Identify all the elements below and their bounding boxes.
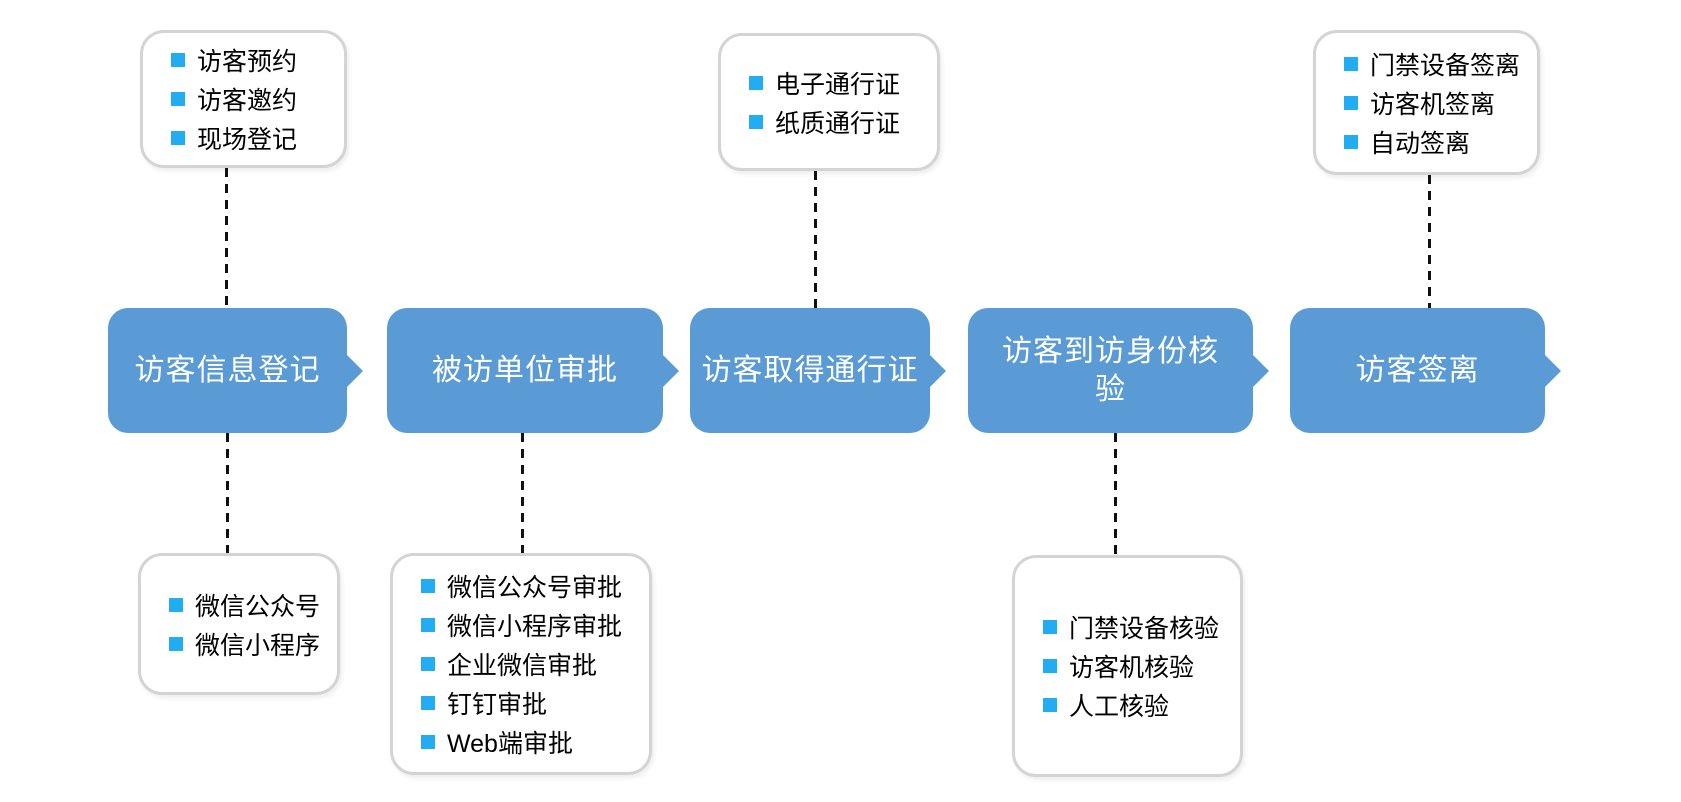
list-item-label: 钉钉审批: [447, 691, 548, 719]
step-visitor-signout: 访客签离: [1290, 308, 1561, 433]
bullet-square-icon: [421, 657, 435, 671]
bullet-square-icon: [421, 579, 435, 593]
list-item-label: 电子通行证: [775, 70, 901, 99]
list-item-label: 访客邀约: [197, 87, 298, 115]
list-item: 访客机签离: [1344, 83, 1537, 122]
step-label: 访客到访身份核验: [1002, 335, 1219, 406]
step-label: 访客信息登记: [134, 353, 321, 387]
step-label: 被访单位审批: [432, 353, 618, 387]
bullet-square-icon: [421, 696, 435, 710]
list-item-label: 企业微信审批: [447, 652, 598, 680]
list-item: 微信公众号: [169, 585, 337, 624]
list-item: Web端审批: [421, 723, 649, 762]
list-item: 微信小程序审批: [421, 606, 649, 645]
dashed-connector: [521, 433, 524, 553]
list-item-label: 人工核验: [1069, 693, 1170, 721]
list-item: 现场登记: [171, 119, 344, 158]
list-item-label: Web端审批: [447, 730, 573, 758]
bullet-square-icon: [1344, 56, 1358, 71]
bullet-square-icon: [1043, 620, 1057, 634]
dashed-connector: [1114, 433, 1117, 555]
bullet-square-icon: [171, 53, 185, 67]
arrow-right-icon: [1544, 353, 1561, 388]
list-item: 电子通行证: [749, 63, 937, 102]
dashed-connector: [1428, 175, 1431, 308]
arrow-right-icon: [929, 353, 946, 388]
bullet-square-icon: [1344, 95, 1358, 110]
bullet-square-icon: [1043, 698, 1057, 712]
list-item: 纸质通行证: [749, 102, 937, 141]
bullet-square-icon: [171, 131, 185, 145]
list-item-label: 访客机签离: [1370, 90, 1496, 119]
dashed-connector: [225, 168, 228, 308]
bullet-square-icon: [749, 114, 763, 129]
list-item: 门禁设备核验: [1043, 608, 1240, 647]
list-item: 微信小程序: [169, 624, 337, 663]
step-label: 访客取得通行证: [701, 353, 919, 387]
dashed-connector: [814, 171, 817, 308]
bullet-square-icon: [169, 597, 183, 612]
list-item-label: 现场登记: [197, 126, 298, 154]
callout-pass-types: 电子通行证 纸质通行证: [718, 33, 940, 171]
list-item: 访客邀约: [171, 80, 344, 119]
list-item: 企业微信审批: [421, 645, 649, 684]
list-item-label: 微信公众号审批: [447, 574, 623, 602]
list-item: 门禁设备签离: [1344, 44, 1537, 83]
list-item-label: 访客机核验: [1069, 654, 1195, 682]
step-host-unit-approval: 被访单位审批: [387, 308, 679, 433]
bullet-square-icon: [421, 618, 435, 632]
list-item-label: 访客预约: [197, 48, 298, 76]
bullet-square-icon: [1344, 134, 1358, 149]
list-item-label: 自动签离: [1370, 129, 1471, 158]
list-item: 钉钉审批: [421, 684, 649, 723]
list-item: 人工核验: [1043, 686, 1240, 725]
arrow-right-icon: [1252, 353, 1269, 388]
bullet-square-icon: [421, 735, 435, 749]
bullet-square-icon: [749, 75, 763, 90]
callout-registration-apps: 微信公众号 微信小程序: [138, 553, 340, 695]
list-item: 访客预约: [171, 41, 344, 80]
bullet-square-icon: [1043, 659, 1057, 673]
step-visitor-obtains-pass: 访客取得通行证: [690, 308, 946, 433]
step-visitor-info-registration: 访客信息登记: [108, 308, 363, 433]
list-item-label: 门禁设备核验: [1069, 615, 1220, 643]
callout-registration-channels: 访客预约 访客邀约 现场登记: [140, 30, 347, 168]
list-item-label: 门禁设备签离: [1370, 51, 1521, 80]
step-label: 访客签离: [1355, 353, 1480, 387]
list-item-label: 微信公众号: [195, 592, 321, 621]
bullet-square-icon: [169, 636, 183, 651]
step-identity-verification: 访客到访身份核验: [968, 308, 1269, 433]
list-item-label: 微信小程序: [195, 631, 321, 660]
list-item: 访客机核验: [1043, 647, 1240, 686]
dashed-connector: [226, 433, 229, 553]
callout-signout-methods: 门禁设备签离 访客机签离 自动签离: [1313, 30, 1540, 175]
list-item: 微信公众号审批: [421, 567, 649, 606]
bullet-square-icon: [171, 92, 185, 106]
list-item: 自动签离: [1344, 122, 1537, 161]
callout-verification-methods: 门禁设备核验 访客机核验 人工核验: [1012, 555, 1243, 777]
list-item-label: 微信小程序审批: [447, 613, 623, 641]
callout-approval-channels: 微信公众号审批 微信小程序审批 企业微信审批 钉钉审批 Web端审批: [390, 553, 652, 775]
list-item-label: 纸质通行证: [775, 109, 901, 138]
arrow-right-icon: [346, 353, 363, 388]
arrow-right-icon: [662, 353, 679, 388]
